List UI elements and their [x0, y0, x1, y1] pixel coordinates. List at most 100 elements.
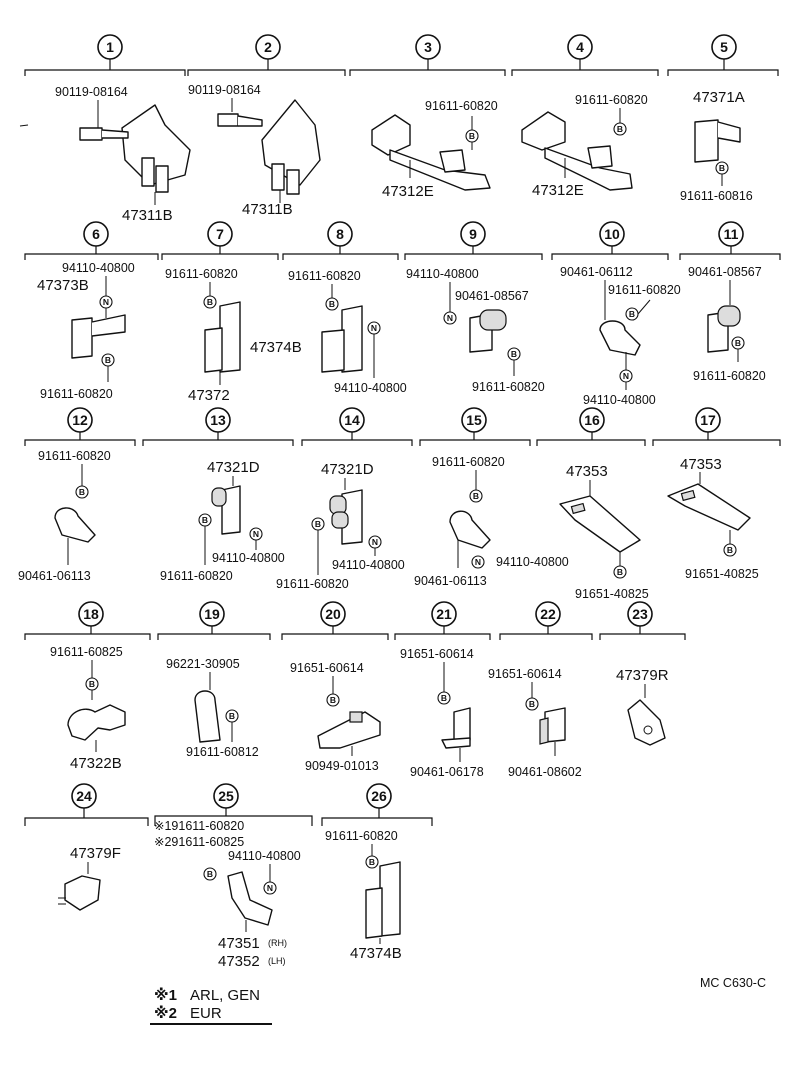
part-label: 91651-60614: [488, 667, 562, 681]
part-label: 91611-60816: [680, 189, 753, 203]
group-number: 11: [724, 226, 739, 242]
part-label: 94110-40800: [334, 381, 407, 395]
nut-badge: N: [372, 537, 378, 547]
part-label: 91651-40825: [575, 587, 649, 601]
bolt-badge: B: [330, 695, 336, 705]
group-22: 22 91651-60614 B 90461-08602: [488, 601, 593, 779]
part-label: 91611-60820: [288, 269, 361, 283]
part-label: 91611-60820: [276, 577, 349, 591]
nut-badge: N: [475, 557, 481, 567]
group-11: 11 90461-08567 B 91611-60820: [679, 221, 781, 383]
part-label: 91611-60820: [38, 449, 111, 463]
legend-text-1: ARL, GEN: [190, 987, 260, 1004]
part-label: (RH): [268, 938, 287, 948]
group-number: 18: [83, 606, 99, 622]
part-label: 90461-08602: [508, 765, 582, 779]
part-label: 47351: [218, 935, 260, 952]
diagram-code: MC C630-C: [700, 976, 766, 990]
bolt-badge: B: [207, 869, 213, 879]
legend-mark-2: ※2: [154, 1004, 177, 1022]
group-number: 21: [436, 606, 452, 622]
nut-badge: N: [371, 323, 377, 333]
group-number: 5: [720, 39, 728, 55]
group-13: 13 47321D B N 94110-40800 91611-60820: [142, 407, 294, 583]
group-number: 17: [700, 412, 716, 428]
group-number: 6: [92, 226, 100, 242]
part-label: (LH): [268, 956, 286, 966]
bolt-badge: B: [735, 338, 741, 348]
part-label: 91611-60820: [608, 283, 681, 297]
group-8: 8 91611-60820 B 47374B N 94110-40800: [250, 221, 407, 395]
part-label: 47352: [218, 953, 260, 970]
group-number: 26: [371, 788, 387, 804]
bolt-badge: B: [511, 349, 517, 359]
group-6: 6 94110-40800 47373B N B 91611-60820: [24, 221, 159, 401]
group-18: 18 91611-60825 B 47322B: [24, 601, 151, 772]
group-21: 21 91651-60614 B 90461-06178: [394, 601, 491, 779]
part-label: 91611-60820: [575, 93, 648, 107]
part-label: 47312E: [382, 183, 434, 200]
part-label: 91611-60820: [325, 829, 398, 843]
part-label: 47372: [188, 387, 230, 404]
group-number: 25: [218, 788, 234, 804]
group-4: 4 91611-60820 B 47312E: [511, 34, 659, 199]
group-number: 22: [540, 606, 556, 622]
group-23: 23 47379R: [599, 601, 686, 746]
part-label: 91611-60820: [472, 380, 545, 394]
part-label: 47371A: [693, 89, 745, 106]
group-7: 7 91611-60820 B 47372: [161, 221, 279, 404]
part-label: 47379R: [616, 667, 669, 684]
legend-text-2: EUR: [190, 1005, 222, 1022]
group-19: 19 96221-30905 B 91611-60812: [157, 601, 271, 759]
part-label: 90461-08567: [455, 289, 529, 303]
bolt-badge: B: [207, 297, 213, 307]
group-number: 1: [106, 39, 114, 55]
group-number: 12: [72, 412, 88, 428]
group-number: 10: [604, 226, 620, 242]
part-label: 47374B: [250, 339, 302, 356]
part-label: 90119-08164: [55, 85, 128, 99]
bolt-badge: B: [617, 567, 623, 577]
group-number: 9: [469, 226, 477, 242]
bolt-badge: B: [79, 487, 85, 497]
group-2: 2 90119-08164 47311B: [187, 34, 346, 218]
part-label: 47311B: [122, 207, 173, 224]
group-number: 8: [336, 226, 344, 242]
part-label: 94110-40800: [212, 551, 285, 565]
part-label: 47311B: [242, 201, 293, 218]
bolt-badge: B: [719, 163, 725, 173]
bolt-badge: B: [469, 131, 475, 141]
part-label: 47353: [566, 463, 608, 480]
group-number: 3: [424, 39, 432, 55]
part-label: 91651-60614: [290, 661, 364, 675]
group-14: 14 47321D B N 94110-40800 91611-60820: [276, 407, 413, 591]
part-label: 91611-60820: [425, 99, 498, 113]
part-label: 90461-06112: [560, 265, 633, 279]
bolt-badge: B: [441, 693, 447, 703]
group-15: 15 91611-60820 B N 94110-40800 90461-061…: [414, 407, 569, 588]
part-label: 47312E: [532, 182, 584, 199]
part-label: 94110-40800: [496, 555, 569, 569]
group-20: 20 91651-60614 B 90949-01013: [281, 601, 389, 773]
bolt-badge: B: [315, 519, 321, 529]
part-label: 94110-40800: [228, 849, 301, 863]
group-25: 25 ※191611-60820 ※291611-60825 94110-408…: [154, 783, 313, 970]
part-label: 47374B: [350, 945, 402, 962]
bolt-badge: B: [617, 124, 623, 134]
bolt-badge: B: [727, 545, 733, 555]
part-label: 91611-60825: [50, 645, 123, 659]
part-label: 90119-08164: [188, 83, 261, 97]
bolt-badge: B: [202, 515, 208, 525]
group-number: 2: [264, 39, 272, 55]
part-label: ※291611-60825: [154, 835, 244, 849]
bolt-badge: B: [329, 299, 335, 309]
part-label: ※191611-60820: [154, 819, 244, 833]
bolt-badge: B: [629, 309, 635, 319]
part-label: 91611-60820: [160, 569, 233, 583]
part-label: 90461-06178: [410, 765, 484, 779]
legend-mark-1: ※1: [154, 986, 177, 1004]
group-number: 24: [76, 788, 92, 804]
group-9: 9 94110-40800 90461-08567 N B 91611-6082…: [404, 221, 545, 394]
part-label: 47353: [680, 456, 722, 473]
